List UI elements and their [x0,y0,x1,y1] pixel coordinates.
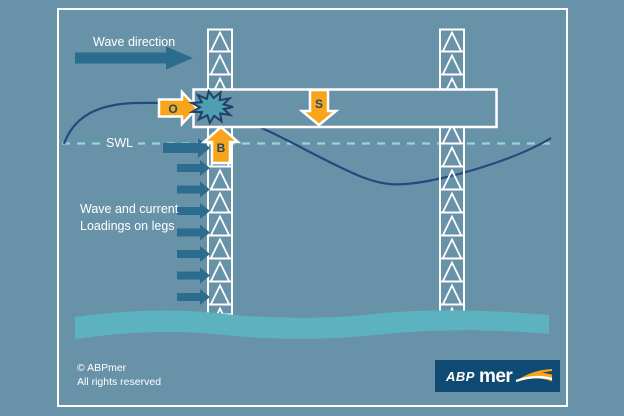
wave-direction-arrow [75,46,193,70]
seabed-band [75,310,549,339]
rights-text: All rights reserved [77,376,162,388]
leg-load-arrow [177,160,210,176]
leg-load-arrow-swl [163,138,210,158]
frame-border [57,8,568,407]
abpmer-logo: ABP mer [435,360,560,392]
arrow-letter-b: B [216,141,226,155]
leg-load-arrow [177,289,210,305]
leg-loadings-label-line2: Loadings on legs [80,219,175,233]
arrow-letter-s: S [314,97,324,111]
wave-direction-label: Wave direction [93,35,176,49]
logo-abp-text: ABP [446,368,475,384]
arrow-letter-o: O [168,102,178,116]
leg-load-arrow [177,224,210,241]
leg-loadings-label-line1: Wave and current [80,202,179,216]
leg-load-arrow [177,181,210,198]
deck-load-arrows [157,88,340,165]
deck-hull [192,88,498,129]
orange-arrow-b [200,125,242,165]
orange-arrow-s [298,88,340,127]
leg-load-arrows [163,138,210,305]
orange-arrow-o [157,88,199,128]
logo-mer-text: mer [478,365,513,387]
leg-load-arrow [177,203,210,219]
wave-impact-splash-icon [188,88,234,126]
left-leg-truss [207,28,233,316]
leg-load-arrow [177,267,210,284]
leg-load-arrow [177,246,210,262]
swl-label: SWL [101,135,139,152]
copyright-text: © ABPmer [77,362,127,374]
logo-swoosh-icon [515,369,553,383]
right-leg-truss [439,28,465,316]
